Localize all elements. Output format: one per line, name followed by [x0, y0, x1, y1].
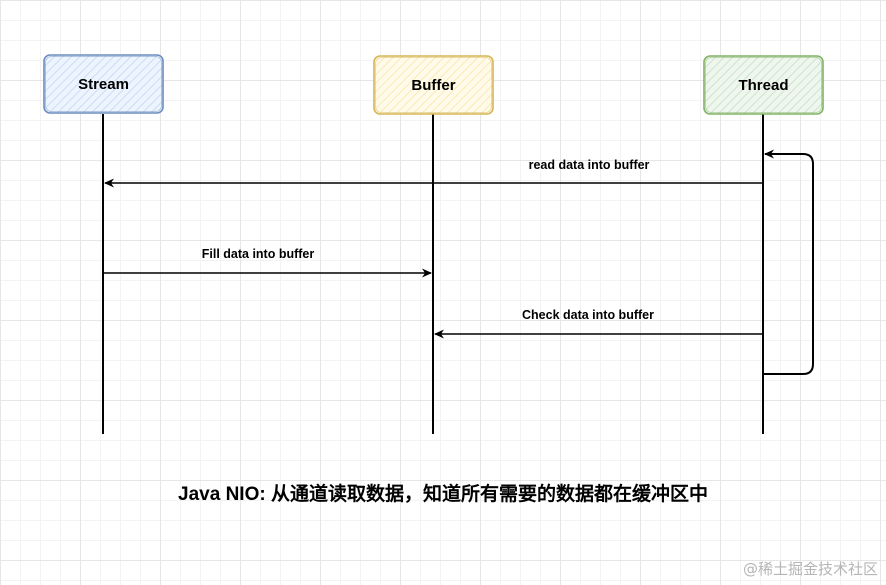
stream-box — [43, 54, 164, 114]
buffer-participant[interactable]: Buffer — [373, 55, 494, 115]
watermark: @稀土掘金技术社区 — [742, 560, 878, 578]
diagram-caption: Java NIO: 从通道读取数据，知道所有需要的数据都在缓冲区中 — [178, 484, 708, 505]
stream-label: Stream — [78, 76, 129, 93]
message-label-read: read data into buffer — [529, 158, 650, 172]
thread-participant[interactable]: Thread — [703, 55, 824, 115]
thread-box — [703, 55, 824, 115]
thread-self-loop — [763, 149, 814, 375]
message-label-check: Check data into buffer — [522, 308, 654, 322]
thread-label: Thread — [738, 77, 788, 94]
stream-participant[interactable]: Stream — [43, 54, 164, 114]
buffer-box — [373, 55, 494, 115]
message-label-fill: Fill data into buffer — [202, 247, 315, 261]
buffer-label: Buffer — [411, 77, 455, 94]
